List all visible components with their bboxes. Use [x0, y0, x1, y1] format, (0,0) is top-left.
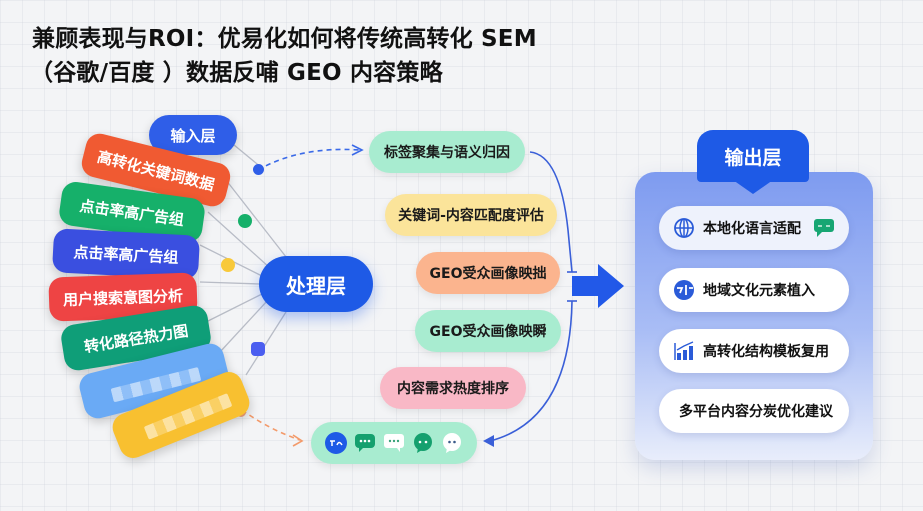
globe-icon — [673, 217, 695, 239]
flow-curve-top — [529, 151, 573, 273]
flow-curve-bottom — [489, 300, 573, 442]
processing-layer-label: 处理层 — [286, 273, 346, 298]
step-label: 关键词-内容匹配度评估 — [398, 208, 544, 224]
dashed-arrow-to-step-1 — [257, 148, 361, 171]
output-item[interactable]: 本地化语言适配 — [659, 206, 849, 250]
translate-icon — [325, 432, 347, 454]
arrowhead — [483, 435, 494, 447]
bar-chart-icon — [673, 340, 695, 362]
processing-step[interactable]: 内容需求热度排序 — [380, 367, 526, 409]
connector-dot — [221, 258, 235, 272]
processing-step[interactable]: GEO受众画像映瞬 — [415, 310, 561, 352]
processing-step[interactable]: GEO受众画像映拙 — [416, 252, 560, 294]
step-label: 内容需求热度排序 — [397, 381, 509, 397]
title-line-1: 兼顾表现与ROI：优易化如何将传统高转化 SEM — [32, 26, 537, 52]
input-layer-text: 输入层 — [170, 126, 216, 145]
connector-dot — [251, 342, 265, 356]
fan-line — [245, 311, 287, 376]
output-item[interactable]: 高转化结构模板复用 — [659, 329, 849, 373]
output-layer-label: 输出层 — [724, 146, 782, 169]
input-tag-label: 点击率高广告组 — [78, 196, 186, 229]
fan-lines — [199, 139, 291, 376]
chat-bubble-green-icon — [414, 433, 432, 453]
input-tag-label: 用户搜索意图分析 — [62, 286, 184, 309]
connector-dot — [238, 214, 252, 228]
output-item-label: 高转化结构模板复用 — [703, 344, 829, 360]
fan-line — [219, 299, 269, 353]
title-line-2: （谷歌/百度 ）数据反哺 GEO 内容策略 — [30, 60, 443, 86]
fan-line — [225, 179, 291, 263]
flow-arrow-icon — [572, 264, 624, 308]
output-item[interactable]: 多平台内容分炭优化建议 — [659, 389, 849, 433]
input-tag-label: 转化路径热力图 — [82, 321, 190, 356]
fan-line — [205, 293, 263, 323]
chat-bubble-green-icon — [355, 434, 375, 452]
arrowhead — [292, 434, 304, 447]
processing-step[interactable]: 关键词-内容匹配度评估 — [385, 194, 557, 236]
output-header-notch — [733, 180, 773, 194]
step-label: GEO受众画像映拙 — [429, 266, 547, 282]
feedback-icons-pill[interactable] — [311, 422, 477, 464]
fan-line — [199, 281, 261, 285]
output-item[interactable]: 地域文化元素植入 — [659, 268, 849, 312]
output-item-label: 本地化语言适配 — [703, 221, 801, 237]
output-item-label: 地域文化元素植入 — [703, 283, 815, 299]
chat-bubble-white-icon — [384, 434, 404, 452]
step-label: 标签聚集与语义归因 — [384, 145, 510, 161]
chat-bubble-white-icon — [443, 433, 461, 453]
connector-dot — [253, 164, 264, 175]
step-label: GEO受众画像映瞬 — [429, 324, 547, 340]
output-layer-header[interactable]: 输出层 — [697, 130, 809, 182]
arrowhead — [351, 144, 364, 156]
dashed-arrow-to-icons — [241, 409, 301, 441]
input-tag-label: 点击率高广告组 — [73, 242, 179, 267]
processing-step[interactable]: 标签聚集与语义归因 — [369, 131, 525, 173]
processing-layer-node[interactable]: 处理层 — [259, 256, 373, 312]
fan-line — [207, 211, 271, 269]
output-item-label: 多平台内容分炭优化建议 — [679, 404, 833, 420]
diagram-title: 兼顾表现与ROI：优易化如何将传统高转化 SEM （谷歌/百度 ）数据反哺 GE… — [30, 22, 537, 90]
culture-globe-icon — [673, 279, 695, 301]
chat-translate-icon — [813, 218, 835, 238]
